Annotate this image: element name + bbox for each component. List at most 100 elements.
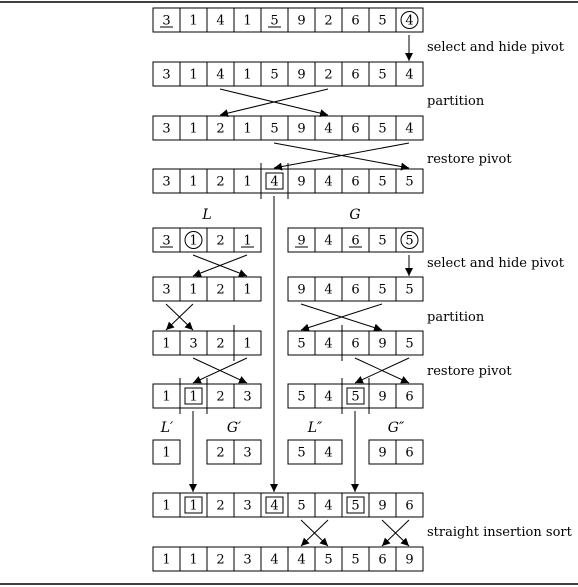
cell-value: 6: [351, 234, 359, 249]
cell-value: 1: [243, 14, 251, 29]
cell-value: 6: [378, 553, 386, 568]
array-cell: 5: [368, 115, 397, 141]
array-cell: 6: [341, 115, 370, 141]
cell-value: 2: [216, 446, 224, 461]
cell-value: 5: [351, 390, 359, 405]
cell-value: 1: [189, 283, 197, 298]
array-cell: 2: [206, 546, 235, 572]
cell-border: [395, 61, 424, 87]
cell-value: 9: [297, 14, 305, 29]
cell-value: 3: [243, 499, 251, 514]
array-cell: 5: [395, 330, 424, 356]
cell-value: 9: [297, 175, 305, 190]
cell-value: 5: [270, 122, 278, 137]
array-cell: 5: [395, 276, 424, 302]
array-cell: 3: [179, 330, 208, 356]
cell-value: 5: [405, 175, 413, 190]
cell-border: [233, 227, 262, 253]
array-cell: 5: [368, 276, 397, 302]
arrow-swap-G: [300, 303, 383, 332]
array-cell: 6: [341, 168, 370, 194]
cell-value: 1: [189, 390, 197, 405]
cell-value: 5: [270, 68, 278, 83]
cell-value: 4: [216, 68, 224, 83]
arrow-insertion: [300, 519, 329, 547]
step-label-restore-pivot: restore pivot: [427, 152, 512, 167]
cell-value: 3: [243, 553, 251, 568]
cell-value: 1: [189, 499, 197, 514]
cell-value: 1: [243, 68, 251, 83]
cell-border: [395, 115, 424, 141]
array-cell: 1: [233, 61, 262, 87]
array-cell: 5: [287, 383, 316, 409]
array-cell: 1: [152, 546, 181, 572]
cell-value: 5: [405, 234, 413, 249]
cell-value: 4: [324, 234, 332, 249]
cell-value: 4: [324, 337, 332, 352]
cell-value: 5: [378, 122, 386, 137]
array-cell: 3: [152, 168, 181, 194]
cell-value: 4: [405, 14, 413, 29]
arrow-restore: [273, 142, 410, 171]
array-cell: 1: [233, 7, 262, 33]
array-cell: 3: [152, 276, 181, 302]
array-cell: 4: [314, 227, 343, 253]
cell-value: 4: [324, 390, 332, 405]
cell-value: 2: [216, 337, 224, 352]
cell-value: 4: [270, 553, 278, 568]
cell-value: 5: [378, 175, 386, 190]
array-cell: 4: [260, 168, 289, 194]
array-cell: 4: [395, 7, 424, 33]
sublist-label-L2: L″: [307, 420, 323, 436]
cell-value: 4: [324, 122, 332, 137]
array-cell: 3: [152, 61, 181, 87]
cell-value: 5: [351, 499, 359, 514]
array-cell: 6: [341, 330, 370, 356]
array-cell: 2: [314, 61, 343, 87]
array-cell: 4: [395, 61, 424, 87]
cell-border: [395, 330, 424, 356]
cell-value: 5: [405, 337, 413, 352]
array-cell: 5: [395, 227, 424, 253]
array-cell: 5: [260, 7, 289, 33]
array-cell: 1: [152, 383, 181, 409]
array-cell: 1: [152, 330, 181, 356]
array-cell: 1: [179, 115, 208, 141]
array-cell: 1: [233, 276, 262, 302]
cell-value: 1: [162, 390, 170, 405]
cell-value: 6: [351, 175, 359, 190]
array-cell: 4: [314, 330, 343, 356]
array-cell: 1: [233, 168, 262, 194]
array-cell: 9: [368, 330, 397, 356]
cell-value: 1: [189, 122, 197, 137]
cell-value: 3: [162, 14, 170, 29]
array-cell: 3: [233, 492, 262, 518]
cell-value: 9: [297, 68, 305, 83]
array-cell: 5: [368, 61, 397, 87]
pivot-box-mark: [346, 387, 365, 405]
array-cell: 1: [233, 115, 262, 141]
cell-border: [395, 227, 424, 253]
array-cell: 1: [152, 439, 181, 465]
array-cell: 9: [287, 115, 316, 141]
array-cell: 1: [233, 227, 262, 253]
cell-value: 4: [270, 175, 278, 190]
cell-value: 5: [378, 68, 386, 83]
cell-value: 6: [351, 283, 359, 298]
cell-value: 5: [351, 553, 359, 568]
array-cell: 4: [206, 7, 235, 33]
cell-value: 6: [405, 390, 413, 405]
cell-value: 3: [243, 390, 251, 405]
cell-border: [395, 168, 424, 194]
array-cell: 6: [341, 227, 370, 253]
cell-value: 1: [189, 553, 197, 568]
cell-value: 4: [324, 283, 332, 298]
cell-border: [233, 276, 262, 302]
cell-value: 1: [243, 283, 251, 298]
cell-value: 1: [243, 234, 251, 249]
cell-value: 2: [216, 390, 224, 405]
